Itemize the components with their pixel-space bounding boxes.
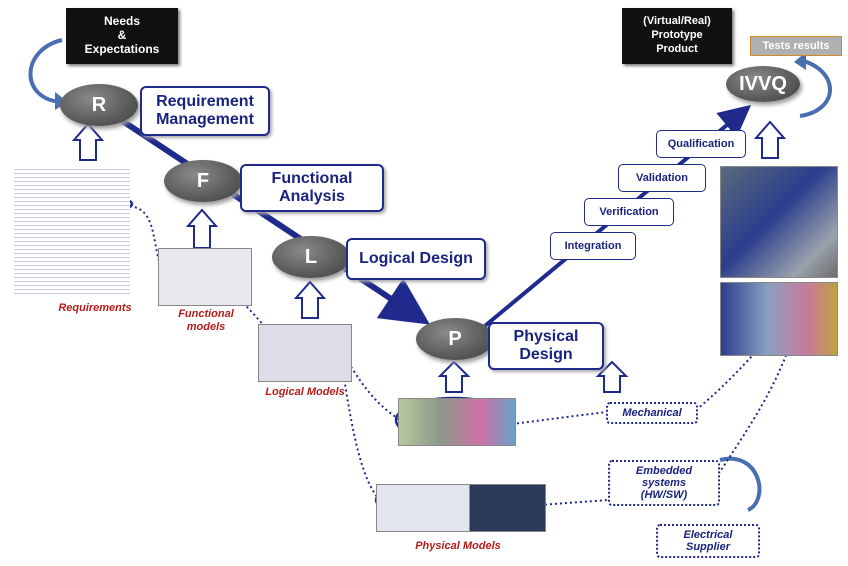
node-f: F	[164, 160, 242, 202]
physical-models-image	[376, 484, 546, 532]
physical-models-caption: Physical Models	[396, 540, 520, 553]
functional-models-caption: Functional models	[158, 308, 254, 334]
up-arrow-icon	[753, 120, 787, 159]
embedded-loop-arrow	[719, 456, 762, 512]
tests-loop-arrowhead-icon	[794, 52, 806, 70]
node-ivvq-letter: IVVQ	[739, 72, 787, 95]
needs-line-3: Expectations	[84, 42, 160, 56]
electrical-supplier-box: Electrical Supplier	[656, 524, 760, 558]
requirements-document-image	[14, 166, 130, 294]
tests-loop-arrow	[799, 58, 832, 118]
embedded-line-2: systems	[641, 477, 687, 489]
requirements-caption-text: Requirements	[58, 302, 132, 314]
mechanical-box: Mechanical	[606, 402, 698, 424]
step-integration-label: Integration	[564, 240, 622, 252]
mechanical-cad-image	[398, 398, 516, 446]
requirements-caption: Requirements	[40, 302, 150, 315]
prototype-line-3: Product	[656, 43, 698, 55]
embedded-line-1: Embedded	[635, 465, 693, 477]
up-arrow-icon	[437, 360, 471, 393]
functional-analysis-label: Functional Analysis	[240, 164, 384, 212]
physical-design-label: Physical Design	[488, 322, 604, 370]
needs-line-1: Needs	[103, 14, 141, 28]
up-arrow-icon	[293, 280, 327, 319]
up-arrow-icon	[71, 122, 105, 161]
electrical-line-2: Supplier	[685, 541, 730, 553]
tests-results-box: Tests results	[750, 36, 842, 56]
step-verification: Verification	[584, 198, 674, 226]
fa-line-1: Functional	[271, 170, 353, 187]
prototype-product-box: (Virtual/Real) Prototype Product	[622, 8, 732, 64]
up-arrow-icon	[595, 360, 629, 393]
embedded-line-3: (HW/SW)	[640, 489, 688, 501]
fa-line-2: Analysis	[279, 188, 345, 205]
rm-line-1: Requirement	[156, 93, 254, 110]
step-qualification: Qualification	[656, 130, 746, 158]
logical-design-label: Logical Design	[346, 238, 486, 280]
tests-results-label: Tests results	[762, 40, 830, 52]
prototype-line-2: Prototype	[651, 29, 703, 41]
node-r-letter: R	[91, 93, 107, 116]
logical-model-image	[258, 324, 352, 382]
up-arrow-icon	[185, 208, 219, 249]
physical-caption-text: Physical Models	[415, 540, 501, 552]
needs-loop-arrow	[28, 38, 63, 104]
step-validation-label: Validation	[636, 172, 688, 184]
logical-caption-text: Logical Models	[265, 386, 345, 398]
needs-expectations-box: Needs & Expectations	[66, 8, 178, 64]
pd-line-1: Physical	[513, 328, 579, 345]
step-validation: Validation	[618, 164, 706, 192]
mechanical-label: Mechanical	[622, 407, 682, 419]
node-p: P	[416, 318, 494, 360]
node-l: L	[272, 236, 350, 278]
embedded-systems-box: Embedded systems (HW/SW)	[608, 460, 720, 506]
step-verification-label: Verification	[599, 206, 659, 218]
rm-line-2: Management	[156, 111, 254, 128]
functional-caption-line-2: models	[186, 321, 226, 333]
node-l-letter: L	[304, 245, 318, 268]
up-arrow-group	[71, 120, 787, 393]
prototype-photo-image	[720, 166, 838, 278]
functional-caption-line-1: Functional	[178, 308, 234, 320]
node-ivvq: IVVQ	[726, 66, 800, 102]
node-p-letter: P	[448, 327, 462, 350]
pd-line-2: Design	[519, 346, 573, 363]
logical-models-caption: Logical Models	[250, 386, 360, 399]
prototype-line-1: (Virtual/Real)	[643, 15, 711, 27]
step-qualification-label: Qualification	[667, 138, 735, 150]
functional-model-image	[158, 248, 252, 306]
node-r: R	[60, 84, 138, 126]
requirement-management-label: Requirement Management	[140, 86, 270, 136]
v-descending-line	[116, 115, 431, 325]
electrical-line-1: Electrical	[683, 529, 733, 541]
node-f-letter: F	[196, 169, 210, 192]
ld-line-1: Logical Design	[359, 250, 473, 267]
needs-line-2: &	[117, 28, 127, 42]
prototype-cad-image	[720, 282, 838, 356]
step-integration: Integration	[550, 232, 636, 260]
